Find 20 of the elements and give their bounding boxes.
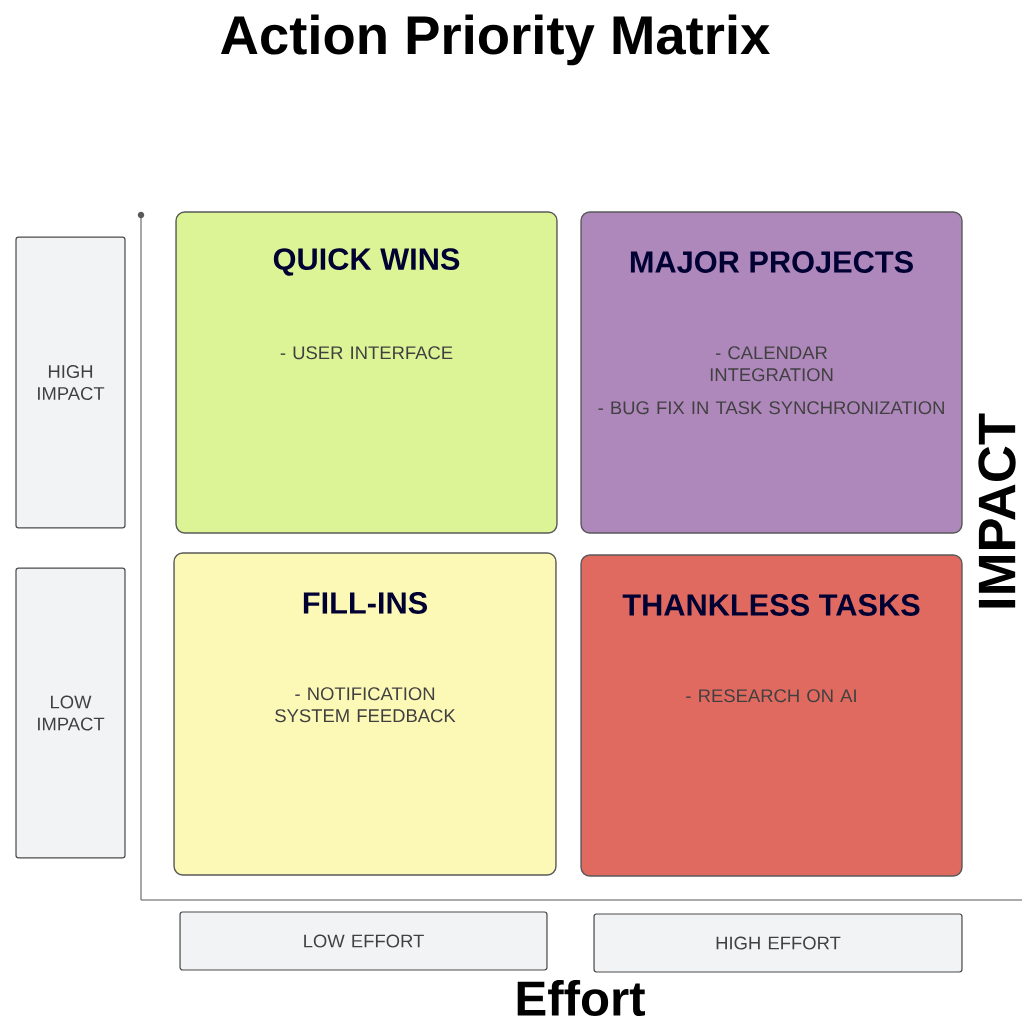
task-item: - NOTIFICATION SYSTEM FEEDBACK (275, 687, 456, 723)
quadrant-box (175, 211, 558, 534)
task-item: - BUG FIX IN TASK SYNCHRONIZATION (598, 401, 944, 415)
quadrant-heading: THANKLESS TASKS (622, 594, 920, 616)
task-item: - CALENDAR INTEGRATION (710, 346, 833, 382)
task-item: - USER INTERFACE (280, 346, 453, 360)
task-item: - RESEARCH ON AI (686, 689, 856, 703)
quadrant-heading: FILL-INS (303, 592, 427, 614)
quadrant-heading: MAJOR PROJECTS (630, 251, 913, 273)
quadrant-box (580, 554, 963, 877)
label-box: HIGH IMPACT (15, 236, 126, 529)
label-box: LOW IMPACT (15, 567, 126, 859)
quadrant-box (580, 211, 963, 534)
title: Action Priority Matrix (220, 14, 770, 66)
quadrant-box (173, 552, 557, 876)
axis-title: Effort (517, 979, 645, 1017)
label-box: LOW EFFORT (179, 911, 548, 971)
quadrant-heading: QUICK WINS (273, 248, 460, 276)
axis-title: IMPACT (978, 413, 1016, 608)
label-box: HIGH EFFORT (593, 913, 963, 973)
